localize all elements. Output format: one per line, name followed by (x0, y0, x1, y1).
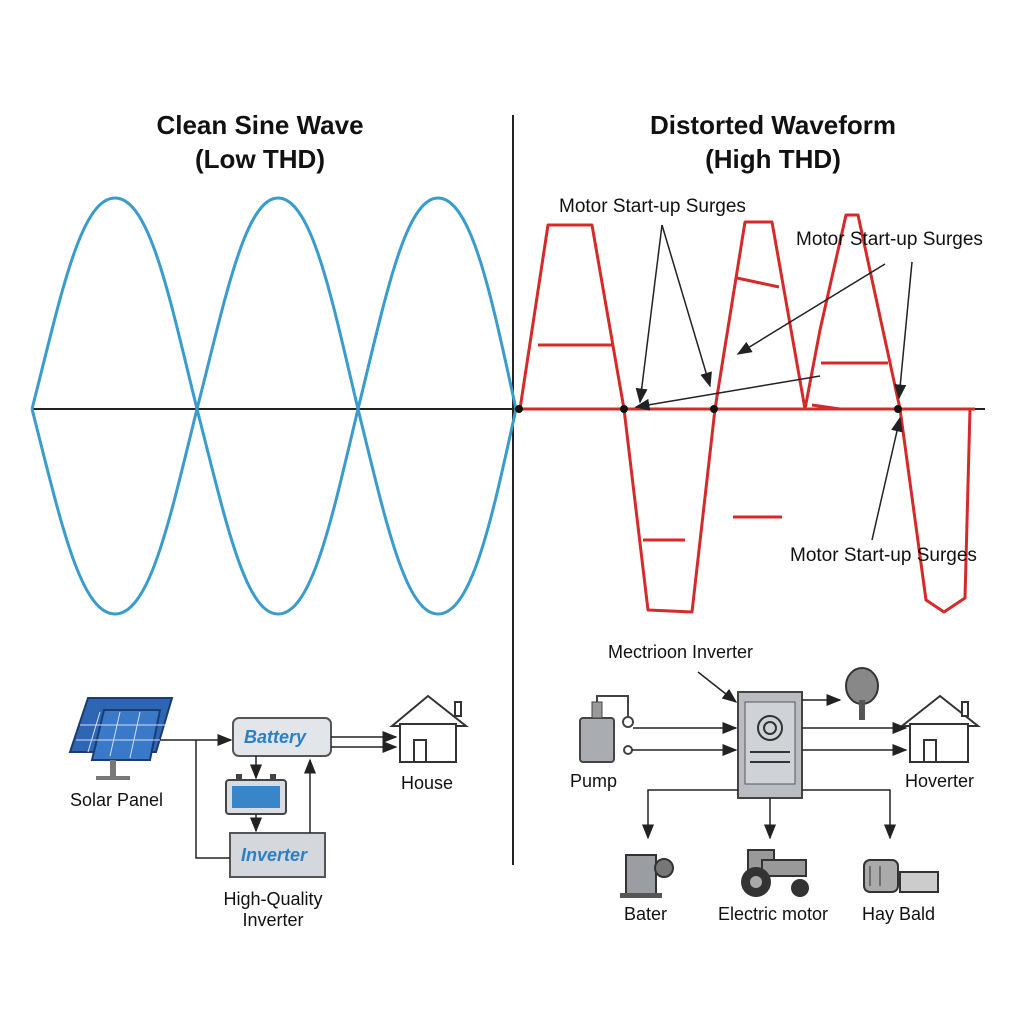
tractor-icon (741, 849, 809, 897)
left-panel-title: Clean Sine Wave (Low THD) (100, 108, 420, 176)
tree-icon (845, 667, 879, 720)
surge-annotation-3: Motor Start-up Surges (790, 545, 977, 566)
left-title-line1: Clean Sine Wave (156, 110, 364, 140)
solar-panel-label: Solar Panel (70, 790, 164, 810)
pump-icon (579, 695, 634, 763)
left-title-line2: (Low THD) (195, 144, 325, 174)
left-house-icon (389, 694, 469, 763)
right-system-connectors (632, 671, 908, 840)
right-house-label: Hoverter (905, 771, 975, 791)
high-quality-line2: Inverter (242, 910, 304, 930)
battery-icon (225, 774, 287, 815)
inverter-box (229, 832, 326, 878)
surge-annotation-1: Motor Start-up Surges (559, 196, 746, 217)
left-system-connectors (160, 731, 398, 859)
pump-label: Pump (570, 771, 618, 791)
right-title-line1: Distorted Waveform (649, 110, 897, 140)
surge-points (515, 405, 902, 413)
solar-panel-icon (68, 697, 174, 780)
hay-bale-label: Hay Bald (862, 904, 936, 924)
hay-baler-icon (863, 859, 939, 893)
high-quality-inverter-label: High-Quality Inverter (217, 889, 329, 931)
mectrioon-inverter-label: Mectrioon Inverter (608, 642, 754, 662)
mectrioon-inverter-icon (737, 691, 803, 799)
annotation-arrows (634, 224, 913, 541)
inverter-label: Inverter (241, 845, 308, 865)
electric-motor-label: Electric motor (718, 904, 829, 924)
right-panel-title: Distorted Waveform (High THD) (600, 108, 946, 176)
clean-wave-upper (30, 196, 518, 410)
clean-sine-wave (30, 196, 518, 616)
bater-label: Bater (624, 904, 668, 924)
bater-icon (620, 854, 674, 898)
left-house-label: House (401, 773, 454, 793)
clean-wave-lower (30, 408, 518, 616)
right-title-line2: (High THD) (705, 144, 841, 174)
distorted-wave-main (518, 213, 972, 614)
surge-annotation-2: Motor Start-up Surges (796, 229, 983, 250)
high-quality-line1: High-Quality (223, 889, 323, 909)
right-house-icon (899, 694, 981, 763)
battery-label: Battery (244, 727, 307, 747)
